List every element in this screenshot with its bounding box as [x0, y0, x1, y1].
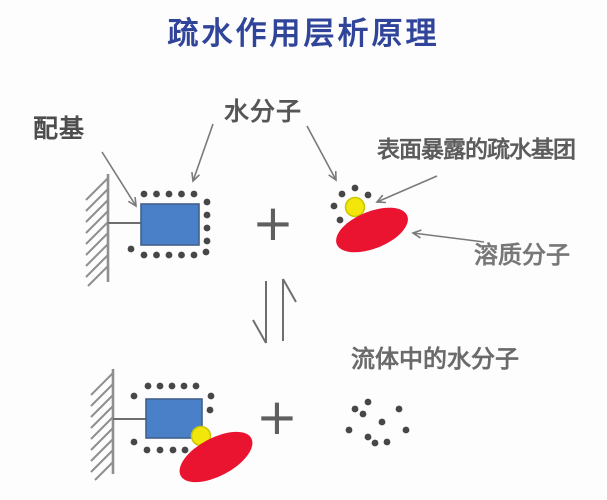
- exposed-hydrophobic-group-label: 表面暴露的疏水基团: [377, 136, 576, 162]
- matrix-wall-bottom: [90, 369, 115, 481]
- free-water-dots: [345, 398, 410, 447]
- plus-sign-top: +: [252, 194, 294, 252]
- equilibrium-arrows-icon: [252, 278, 297, 344]
- water-dots-ring-bottom: [130, 382, 215, 454]
- ligand-rect-top: [140, 203, 200, 246]
- matrix-wall-top: [85, 174, 110, 287]
- solute-ellipse-bottom: [179, 431, 253, 483]
- water-molecule-label: 水分子: [224, 98, 303, 126]
- ligand-rect-bottom: [145, 398, 203, 439]
- solute-ellipse-top: [336, 207, 408, 253]
- ligand-label: 配基: [33, 115, 86, 143]
- solute-molecule-label: 溶质分子: [474, 242, 570, 269]
- plus-sign-bottom: +: [256, 388, 298, 446]
- water-dots-ring-top: [127, 190, 211, 259]
- hydrophobic-patch-top: [344, 196, 366, 218]
- page-title: 疏水作用层析原理: [167, 16, 440, 51]
- water-in-fluid-label: 流体中的水分子: [351, 346, 519, 373]
- annotation-arrows: [101, 123, 485, 243]
